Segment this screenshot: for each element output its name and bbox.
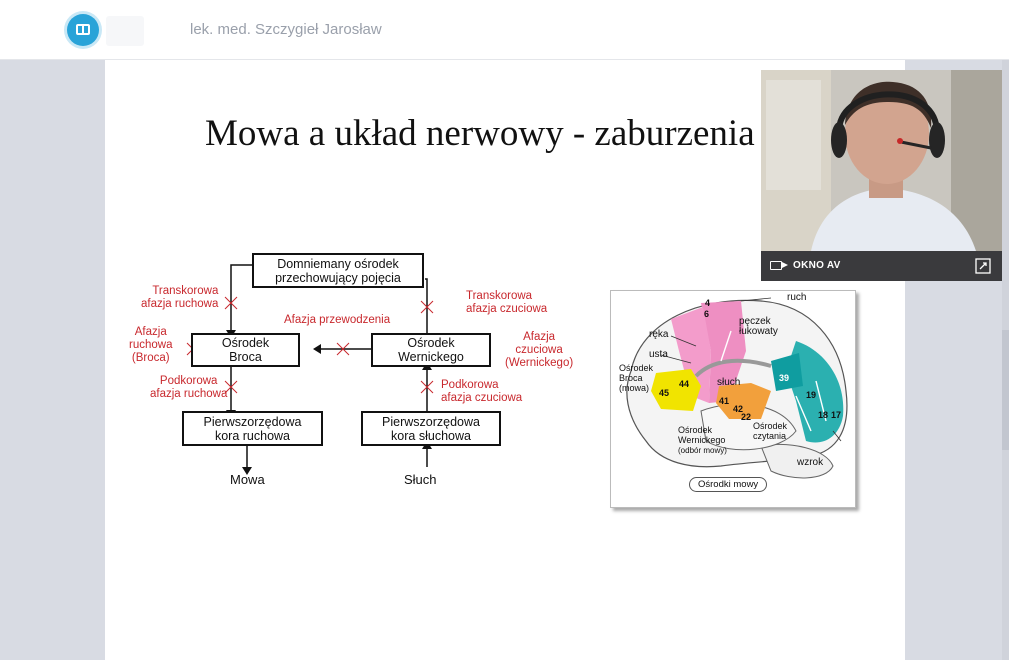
area-45: 45 — [659, 388, 670, 398]
label-hand: ręka — [649, 329, 669, 340]
page-scrollbar[interactable] — [1002, 60, 1009, 660]
scrollbar-thumb[interactable] — [1002, 330, 1009, 450]
area-4: 4 — [705, 298, 711, 308]
output-speech: Mowa — [230, 472, 265, 487]
brain-illustration — [626, 297, 848, 479]
area-39: 39 — [779, 373, 790, 383]
area-41: 41 — [719, 396, 730, 406]
label-mouth: usta — [649, 349, 668, 360]
area-19: 19 — [806, 390, 817, 400]
expand-icon[interactable] — [975, 258, 991, 274]
area-42: 42 — [733, 404, 744, 414]
label-conduction-aphasia: Afazja przewodzenia — [284, 314, 391, 326]
slide-title: Mowa a układ nerwowy - zaburzenia — [205, 113, 755, 154]
presenter-name: lek. med. Szczygieł Jarosław — [190, 21, 382, 38]
brain-caption: Ośrodki mowy — [689, 477, 768, 492]
area-44: 44 — [679, 379, 690, 389]
label-movement: ruch — [787, 292, 807, 303]
app-logo-icon[interactable] — [67, 14, 99, 46]
video-toolbar: OKNO AV — [761, 251, 1002, 281]
label-hearing: słuch — [717, 377, 741, 388]
logo-placeholder — [106, 16, 144, 46]
area-22: 22 — [741, 412, 752, 422]
area-18: 18 — [818, 410, 829, 420]
webcam-feed — [761, 70, 1002, 251]
video-label: OKNO AV — [793, 260, 841, 271]
input-hearing: Słuch — [404, 472, 437, 487]
label-sight: wzrok — [797, 457, 824, 468]
area-17: 17 — [831, 410, 842, 420]
video-window[interactable]: OKNO AV — [761, 70, 1002, 281]
camera-icon — [770, 261, 788, 270]
aphasia-diagram — [186, 264, 474, 475]
top-bar: lek. med. Szczygieł Jarosław — [0, 0, 1009, 60]
area-6: 6 — [704, 309, 710, 319]
